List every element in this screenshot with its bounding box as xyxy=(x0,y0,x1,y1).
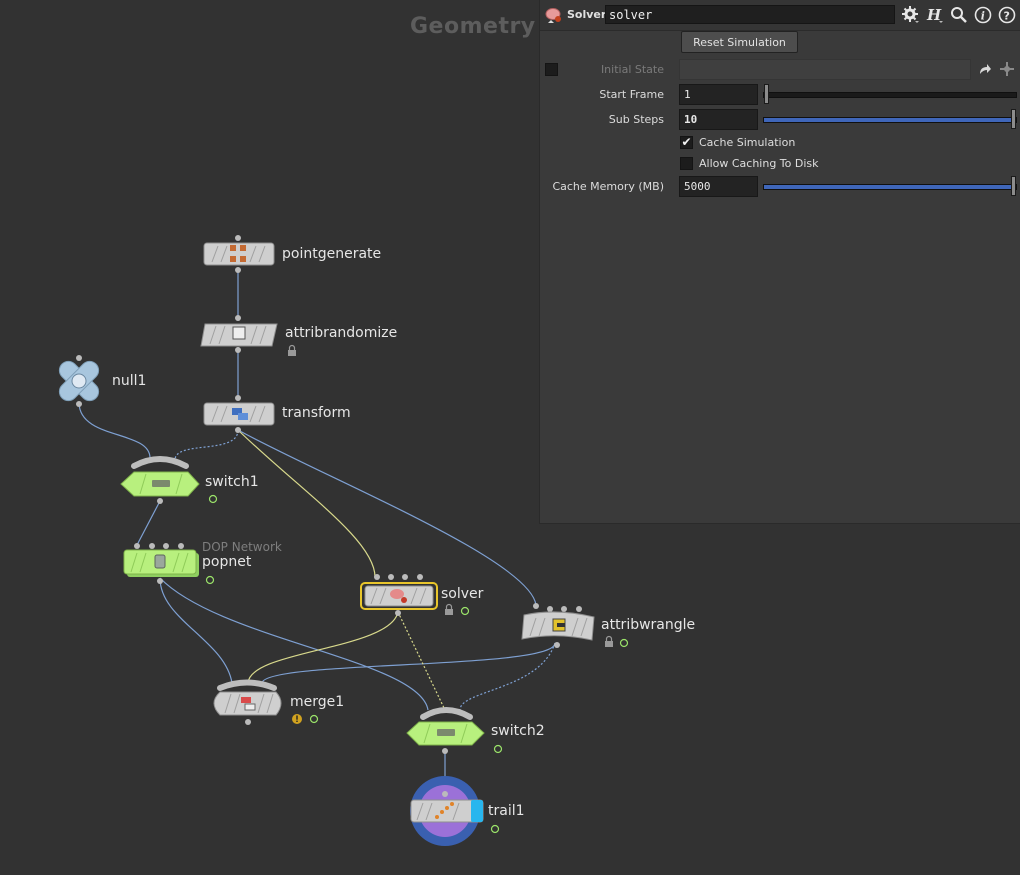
sub-steps-slider[interactable] xyxy=(763,109,1017,129)
cache-memory-field[interactable]: 5000 xyxy=(679,176,758,197)
wire-transform-attribwrangle xyxy=(237,429,537,606)
wire-popnet-switch2 xyxy=(159,577,429,711)
node-label-switch1: switch1 xyxy=(205,474,259,490)
bypass-icon xyxy=(493,744,503,754)
gear-icon[interactable] xyxy=(902,6,920,24)
parameter-header: Solver H i ? xyxy=(540,0,1020,31)
node-merge1[interactable] xyxy=(213,679,319,726)
wire-solver-merge1 xyxy=(247,611,399,684)
node-label-switch2: switch2 xyxy=(491,723,545,739)
svg-text:?: ? xyxy=(1004,10,1010,23)
node-transform[interactable] xyxy=(203,395,275,433)
node-popnet[interactable] xyxy=(123,543,215,585)
sub-steps-slider-fill xyxy=(764,118,1016,122)
node-label-transform: transform xyxy=(282,405,351,421)
node-pointgenerate[interactable] xyxy=(203,235,275,273)
initial-state-toggle[interactable] xyxy=(545,63,558,76)
sub-steps-slider-handle[interactable] xyxy=(1011,109,1016,129)
bypass-icon xyxy=(309,714,319,724)
cache-memory-slider-handle[interactable] xyxy=(1011,176,1016,196)
switch-icon xyxy=(152,480,170,487)
parameter-panel: Solver H i ? Reset Simulation Initial St… xyxy=(539,0,1020,524)
wire-solver-switch2 xyxy=(397,611,446,711)
transform-icon xyxy=(232,408,248,420)
cache-simulation-label: Cache Simulation xyxy=(699,136,796,149)
node-name-field[interactable] xyxy=(605,5,895,24)
wire-transform-solver xyxy=(237,429,376,578)
node-sublabel-popnet: DOP Network xyxy=(202,540,282,554)
checkmark-icon: ✔ xyxy=(681,135,692,149)
wire-popnet-merge1 xyxy=(159,577,233,684)
allow-caching-to-disk-label: Allow Caching To Disk xyxy=(699,157,819,170)
houdini-help-icon[interactable]: H xyxy=(926,6,944,24)
point-generate-icon xyxy=(230,245,246,262)
solver-brain-icon xyxy=(390,589,407,603)
svg-text:i: i xyxy=(981,10,985,23)
node-label-null1: null1 xyxy=(112,373,147,389)
cache-memory-slider[interactable] xyxy=(763,176,1017,196)
warning-icon xyxy=(292,714,302,724)
sub-steps-field[interactable]: 10 xyxy=(679,109,758,130)
null-icon xyxy=(71,373,87,389)
node-type-label: Solver xyxy=(567,8,607,21)
wire-attribwrangle-switch2 xyxy=(459,642,556,711)
start-frame-slider[interactable] xyxy=(763,84,1017,104)
bypass-icon xyxy=(619,638,629,648)
start-frame-field[interactable]: 1 xyxy=(679,84,758,105)
wire-null1-switch1 xyxy=(78,402,151,459)
cache-simulation-checkbox[interactable]: ✔ xyxy=(680,136,693,149)
node-label-popnet: popnet xyxy=(202,554,252,570)
dop-network-icon xyxy=(154,554,166,569)
wire-transform-switch1 xyxy=(174,429,239,461)
bypass-icon xyxy=(205,575,215,585)
reset-simulation-button[interactable]: Reset Simulation xyxy=(681,31,798,53)
switch-icon xyxy=(437,729,455,736)
node-solver[interactable] xyxy=(360,574,470,616)
node-switch2[interactable] xyxy=(406,707,503,754)
node-null1[interactable] xyxy=(45,347,113,415)
bypass-icon xyxy=(460,606,470,616)
allow-caching-to-disk-checkbox[interactable] xyxy=(680,157,693,170)
node-label-attribrandomize: attribrandomize xyxy=(285,325,398,341)
initial-state-label: Initial State xyxy=(600,63,664,76)
node-label-solver: solver xyxy=(441,586,484,602)
initial-state-field[interactable] xyxy=(679,59,971,80)
bypass-icon xyxy=(208,494,218,504)
sub-steps-label: Sub Steps xyxy=(608,113,664,126)
lock-icon xyxy=(288,344,296,356)
svg-text:H: H xyxy=(926,6,942,24)
cache-memory-slider-fill xyxy=(764,185,1016,189)
trail-icon xyxy=(435,802,454,819)
node-attribrandomize[interactable] xyxy=(200,315,296,356)
lock-icon xyxy=(605,635,613,647)
cache-memory-label: Cache Memory (MB) xyxy=(552,180,664,193)
merge-icon xyxy=(241,697,256,711)
wire-attribwrangle-merge1 xyxy=(261,642,556,684)
node-label-merge1: merge1 xyxy=(290,694,345,710)
node-trail1[interactable] xyxy=(410,776,500,846)
lock-icon xyxy=(445,603,453,615)
node-label-pointgenerate: pointgenerate xyxy=(282,246,382,262)
node-label-trail1: trail1 xyxy=(488,803,525,819)
attrib-randomize-icon xyxy=(232,326,246,340)
node-attribwrangle[interactable] xyxy=(521,603,629,648)
wire-switch1-popnet xyxy=(136,500,161,546)
attrib-wrangle-icon xyxy=(552,618,566,632)
node-chooser-icon[interactable] xyxy=(999,61,1015,77)
node-switch1[interactable] xyxy=(120,456,218,504)
start-frame-slider-handle[interactable] xyxy=(764,84,769,104)
jump-to-operator-icon[interactable] xyxy=(978,63,992,77)
start-frame-label: Start Frame xyxy=(599,88,664,101)
bypass-icon xyxy=(490,824,500,834)
info-icon[interactable]: i xyxy=(974,6,992,24)
question-icon[interactable]: ? xyxy=(998,6,1016,24)
network-title: Geometry xyxy=(410,14,536,39)
search-icon[interactable] xyxy=(950,6,968,24)
display-flag xyxy=(471,800,483,822)
node-label-attribwrangle: attribwrangle xyxy=(601,617,696,633)
solver-brain-icon[interactable] xyxy=(544,6,564,26)
